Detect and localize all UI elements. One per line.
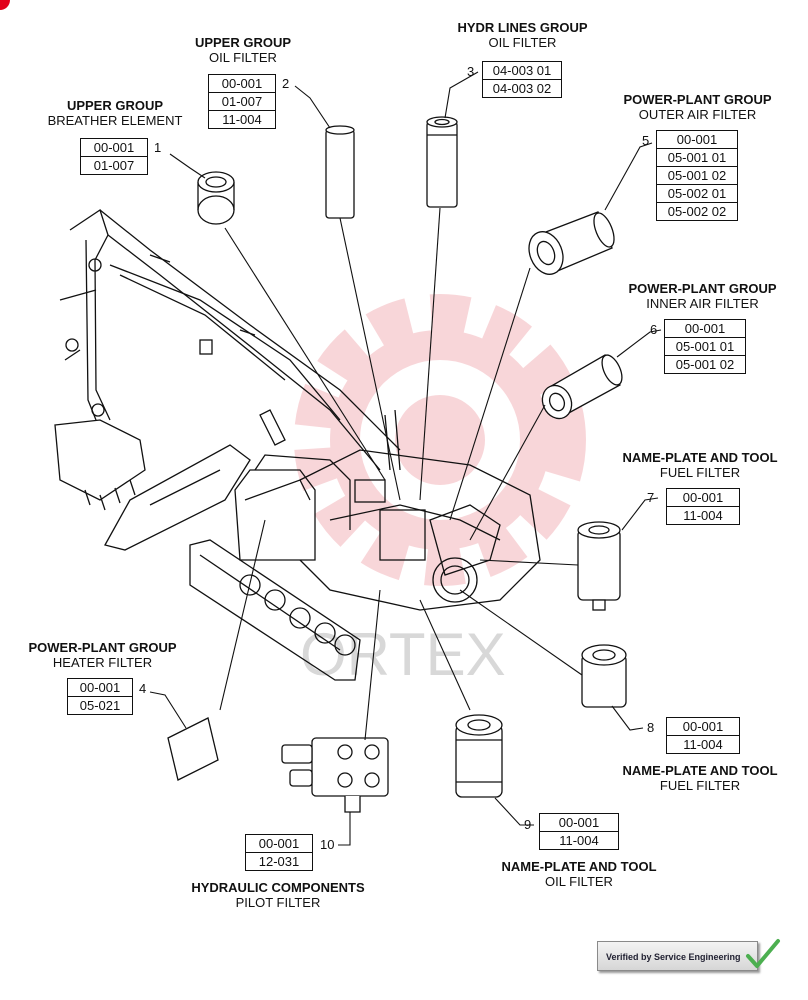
part-2-group: UPPER GROUP bbox=[194, 35, 292, 50]
part-2-code: 01-007 bbox=[208, 92, 276, 111]
part-6-sub: INNER AIR FILTER bbox=[646, 296, 759, 311]
part-10-sub: PILOT FILTER bbox=[235, 895, 321, 910]
part-5-code: 05-002 01 bbox=[656, 184, 738, 203]
part-8-group: NAME-PLATE AND TOOL bbox=[622, 763, 778, 778]
part-3-codes: 04-003 01 04-003 02 bbox=[482, 61, 562, 98]
part-9-label: NAME-PLATE AND TOOL OIL FILTER bbox=[490, 859, 668, 889]
part-9-codes: 00-001 11-004 bbox=[539, 813, 619, 850]
part-5-code: 00-001 bbox=[656, 130, 738, 149]
watermark-text: ORTEX bbox=[300, 621, 506, 688]
part-3-code: 04-003 02 bbox=[482, 79, 562, 98]
part-2-code: 11-004 bbox=[208, 110, 276, 129]
part-1-number: 1 bbox=[154, 140, 162, 155]
verified-badge: Verified by Service Engineering bbox=[597, 941, 758, 971]
part-6-code: 05-001 02 bbox=[664, 355, 746, 374]
part-5-label: POWER-PLANT GROUP OUTER AIR FILTER bbox=[610, 92, 785, 122]
fuel-filter-8-icon bbox=[581, 644, 627, 708]
part-4-group: POWER-PLANT GROUP bbox=[28, 640, 177, 655]
part-5-code: 05-002 02 bbox=[656, 202, 738, 221]
part-4-codes: 00-001 05-021 bbox=[67, 678, 133, 715]
part-10-group: HYDRAULIC COMPONENTS bbox=[191, 880, 365, 895]
corner-marker-icon bbox=[0, 0, 10, 10]
excavator-dozer-blade bbox=[104, 444, 251, 551]
part-6-group: POWER-PLANT GROUP bbox=[628, 281, 777, 296]
part-8-code: 00-001 bbox=[666, 717, 740, 736]
part-5-sub: OUTER AIR FILTER bbox=[638, 107, 757, 122]
outer-air-filter-icon bbox=[528, 211, 615, 275]
part-8-sub: FUEL FILTER bbox=[659, 778, 741, 793]
part-2-codes: 00-001 01-007 11-004 bbox=[208, 74, 276, 129]
heater-filter-icon bbox=[167, 717, 219, 781]
part-6-code: 00-001 bbox=[664, 319, 746, 338]
part-3-label: HYDR LINES GROUP OIL FILTER bbox=[440, 20, 605, 50]
part-7-code: 00-001 bbox=[666, 488, 740, 507]
verified-badge-text: Verified by Service Engineering bbox=[606, 952, 741, 962]
checkmark-icon bbox=[746, 939, 780, 968]
part-10-number: 10 bbox=[320, 837, 335, 852]
part-9-number: 9 bbox=[524, 817, 532, 832]
leader-lines bbox=[149, 71, 662, 846]
excavator-drawing bbox=[54, 208, 541, 681]
part-5-number: 5 bbox=[642, 133, 650, 148]
part-3-group: HYDR LINES GROUP bbox=[457, 20, 588, 35]
hydr-oil-filter-icon bbox=[426, 116, 458, 208]
part-2-code: 00-001 bbox=[208, 74, 276, 93]
breather-element-icon bbox=[197, 171, 235, 225]
excavator-upper-house bbox=[299, 409, 541, 611]
part-5-code: 05-001 02 bbox=[656, 166, 738, 185]
part-1-label: UPPER GROUP BREATHER ELEMENT bbox=[30, 98, 200, 128]
part-4-code: 05-021 bbox=[67, 696, 133, 715]
part-6-number: 6 bbox=[650, 322, 658, 337]
part-5-group: POWER-PLANT GROUP bbox=[623, 92, 772, 107]
part-2-number: 2 bbox=[282, 76, 290, 91]
watermark-gear-icon bbox=[294, 294, 586, 586]
part-9-sub: OIL FILTER bbox=[545, 874, 613, 889]
part-7-code: 11-004 bbox=[666, 506, 740, 525]
excavator-tracks bbox=[189, 539, 361, 681]
part-9-code: 11-004 bbox=[539, 831, 619, 850]
part-6-codes: 00-001 05-001 01 05-001 02 bbox=[664, 319, 746, 374]
excavator-bucket bbox=[54, 419, 146, 511]
part-2-label: UPPER GROUP OIL FILTER bbox=[168, 35, 318, 65]
part-5-codes: 00-001 05-001 01 05-001 02 05-002 01 05-… bbox=[656, 130, 738, 221]
part-7-sub: FUEL FILTER bbox=[659, 465, 741, 480]
part-4-sub: HEATER FILTER bbox=[52, 655, 153, 670]
part-1-sub: BREATHER ELEMENT bbox=[47, 113, 183, 128]
excavator-boom bbox=[59, 208, 401, 471]
part-8-codes: 00-001 11-004 bbox=[666, 717, 740, 754]
pilot-filter-icon bbox=[281, 737, 389, 813]
part-7-codes: 00-001 11-004 bbox=[666, 488, 740, 525]
part-1-code: 01-007 bbox=[80, 156, 148, 175]
part-3-sub: OIL FILTER bbox=[488, 35, 557, 50]
fuel-filter-7-icon bbox=[577, 521, 621, 611]
part-8-code: 11-004 bbox=[666, 735, 740, 754]
part-9-group: NAME-PLATE AND TOOL bbox=[501, 859, 657, 874]
part-1-group: UPPER GROUP bbox=[66, 98, 164, 113]
part-4-code: 00-001 bbox=[67, 678, 133, 697]
part-1-code: 00-001 bbox=[80, 138, 148, 157]
part-3-number: 3 bbox=[467, 64, 475, 79]
part-8-number: 8 bbox=[647, 720, 655, 735]
part-4-number: 4 bbox=[139, 681, 147, 696]
part-5-code: 05-001 01 bbox=[656, 148, 738, 167]
part-7-group: NAME-PLATE AND TOOL bbox=[622, 450, 778, 465]
part-2-sub: OIL FILTER bbox=[209, 50, 277, 65]
part-10-code: 00-001 bbox=[245, 834, 313, 853]
part-4-label: POWER-PLANT GROUP HEATER FILTER bbox=[15, 640, 190, 670]
part-6-code: 05-001 01 bbox=[664, 337, 746, 356]
part-7-label: NAME-PLATE AND TOOL FUEL FILTER bbox=[610, 450, 790, 480]
part-1-codes: 00-001 01-007 bbox=[80, 138, 148, 175]
inner-air-filter-icon bbox=[541, 354, 623, 420]
part-7-number: 7 bbox=[647, 490, 655, 505]
part-10-label: HYDRAULIC COMPONENTS PILOT FILTER bbox=[178, 880, 378, 910]
upper-oil-filter-icon bbox=[325, 125, 355, 219]
part-3-code: 04-003 01 bbox=[482, 61, 562, 80]
part-10-code: 12-031 bbox=[245, 852, 313, 871]
oil-filter-9-icon bbox=[455, 714, 503, 798]
part-10-codes: 00-001 12-031 bbox=[245, 834, 313, 871]
part-8-label: NAME-PLATE AND TOOL FUEL FILTER bbox=[610, 763, 790, 793]
part-6-label: POWER-PLANT GROUP INNER AIR FILTER bbox=[615, 281, 790, 311]
part-9-code: 00-001 bbox=[539, 813, 619, 832]
